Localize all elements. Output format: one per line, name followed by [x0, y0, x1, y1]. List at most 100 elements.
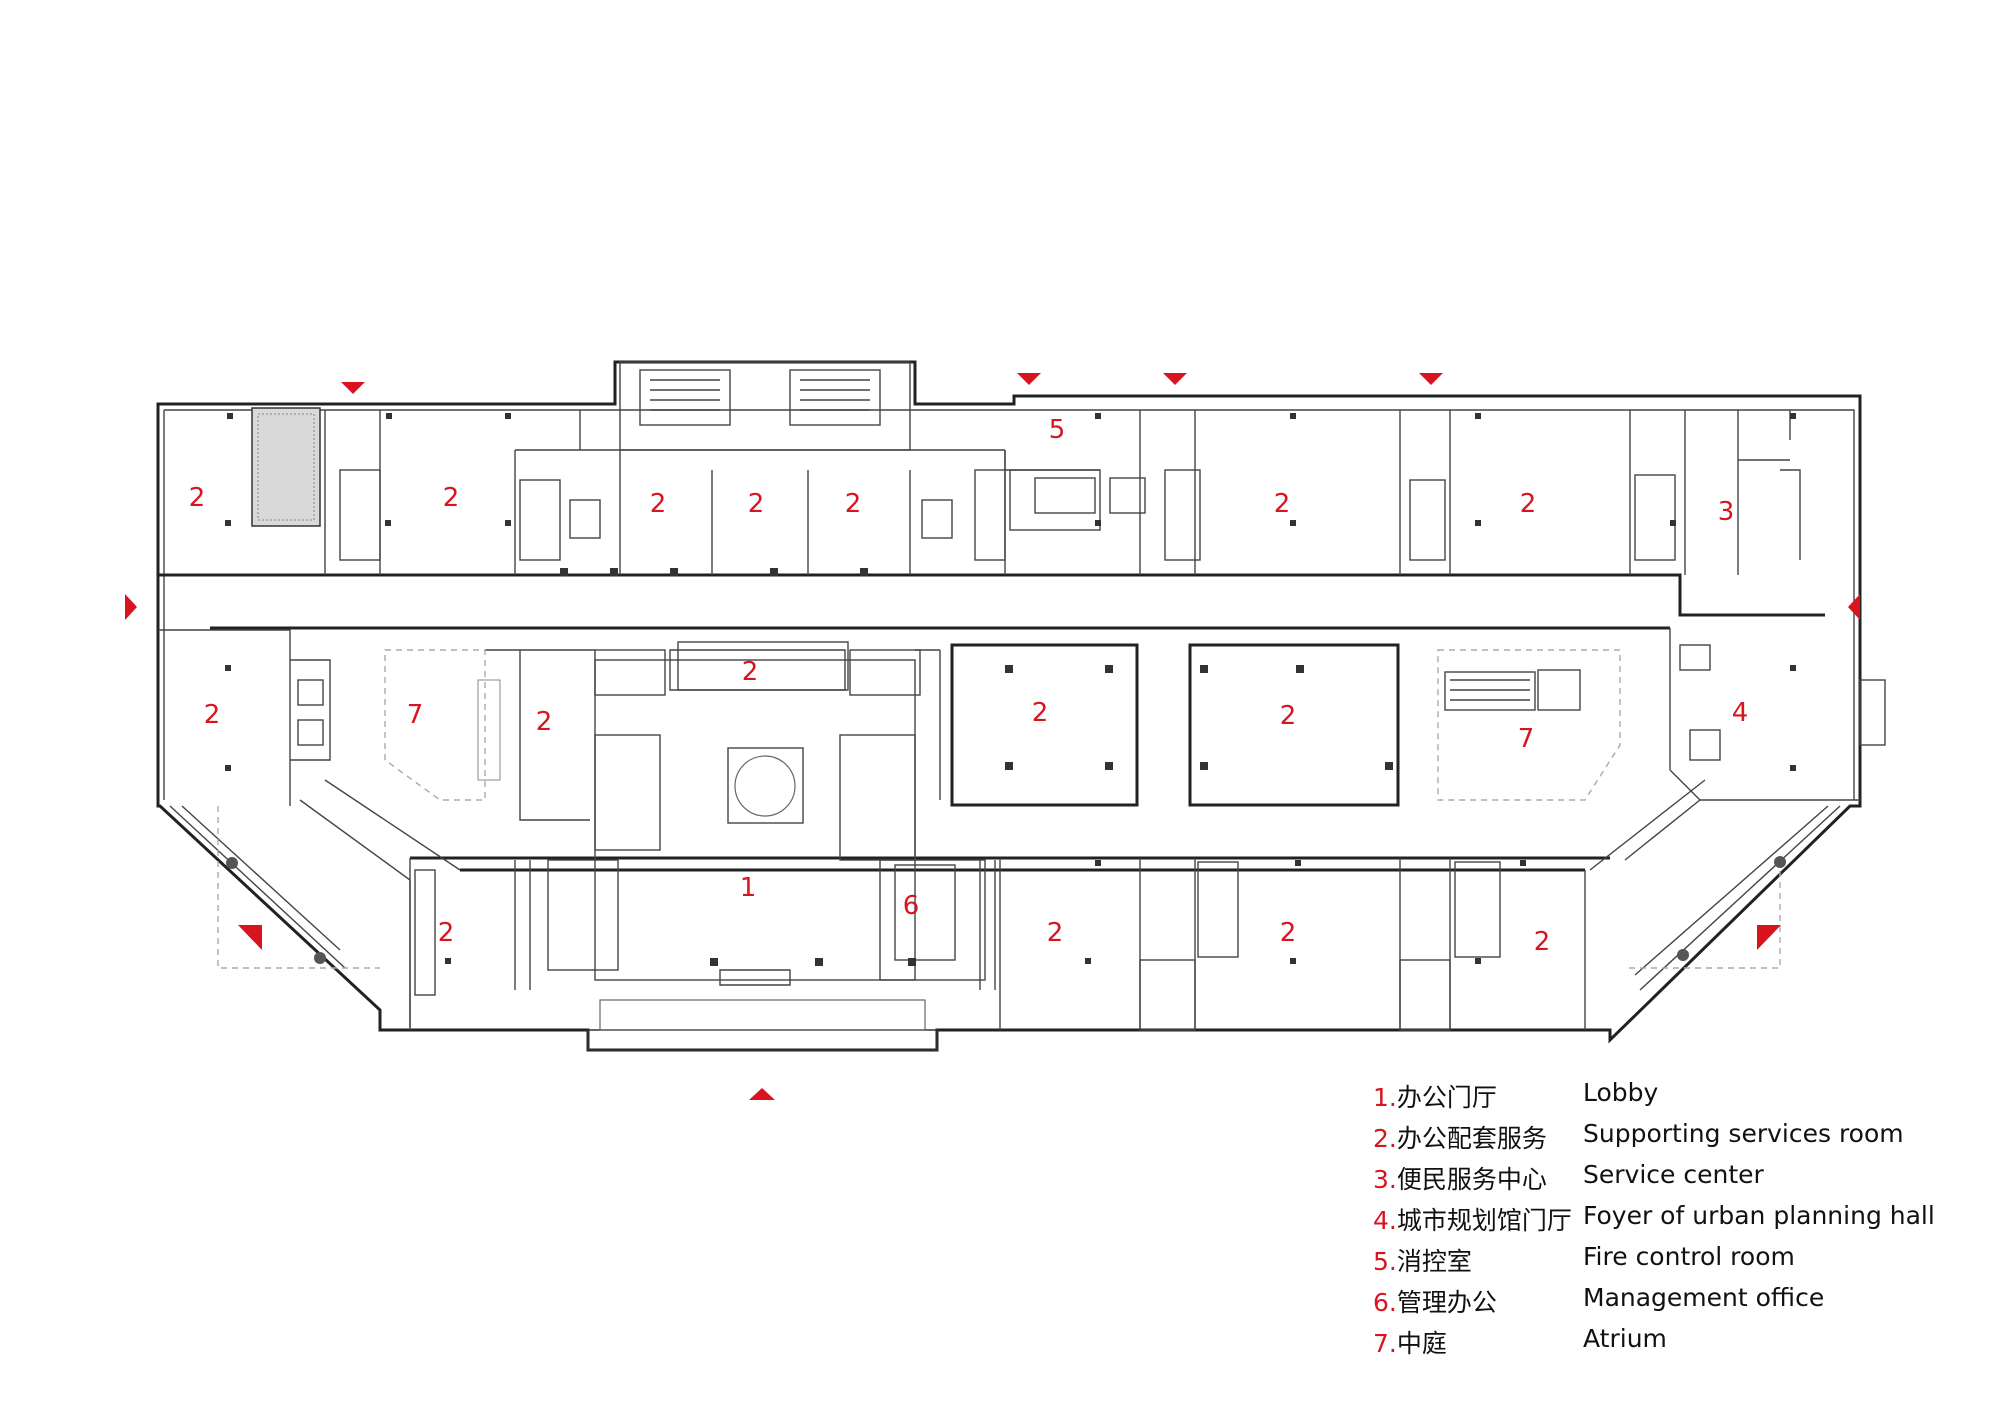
- legend-cn-text: 消控室: [1396, 1247, 1472, 1276]
- entrance-markers: [125, 373, 1860, 1100]
- legend-cn-text: 城市规划馆门厅: [1396, 1206, 1572, 1235]
- legend-en: Lobby: [1583, 1078, 1659, 1107]
- legend-cn-text: 中庭: [1396, 1329, 1447, 1358]
- room-numbers: 2 2 2 2 2 2 2 3 5 2 7 2 2 2 2 7 4 1 6 2 …: [189, 415, 1749, 957]
- legend-row: 2.办公配套服务 Supporting services room: [1373, 1119, 1973, 1159]
- entrance-marker-s: [749, 1088, 775, 1100]
- room-number: 2: [438, 918, 455, 948]
- central-core: [520, 649, 941, 986]
- room-number: 2: [1280, 701, 1297, 731]
- room-number: 2: [845, 489, 862, 519]
- room-number: 6: [903, 891, 920, 921]
- column-round-w1: [226, 857, 238, 869]
- entrance-marker-n3: [1163, 373, 1187, 385]
- room-number: 2: [1032, 698, 1049, 728]
- legend-cn-text: 管理办公: [1396, 1288, 1497, 1317]
- corridor-north: [158, 573, 1825, 617]
- building-outline: [156, 360, 1862, 1052]
- block-mid-2: [1188, 643, 1400, 807]
- column-round-e2: [1677, 949, 1689, 961]
- entrance-marker-n4: [1419, 373, 1443, 385]
- room-number: 2: [443, 483, 460, 513]
- legend-row: 4.城市规划馆门厅 Foyer of urban planning hall: [1373, 1201, 1973, 1241]
- legend-cn: 3.便民服务中心: [1373, 1160, 1547, 1196]
- atrium-west: [384, 649, 486, 801]
- structural-columns: [225, 413, 1796, 966]
- legend-number: 7.: [1373, 1329, 1397, 1358]
- room-number: 1: [740, 873, 757, 903]
- column-round-e1: [1774, 856, 1786, 868]
- legend-en: Atrium: [1583, 1324, 1667, 1353]
- legend-en: Fire control room: [1583, 1242, 1795, 1271]
- legend-cn: 5.消控室: [1373, 1242, 1472, 1278]
- south-core: [514, 859, 996, 990]
- room-number: 2: [1534, 927, 1551, 957]
- room-number: 2: [1520, 489, 1537, 519]
- room-number: 4: [1732, 698, 1749, 728]
- legend-row: 7.中庭 Atrium: [1373, 1324, 1973, 1364]
- room-number: 2: [1047, 918, 1064, 948]
- room-number: 2: [204, 700, 221, 730]
- legend-number: 1.: [1373, 1083, 1397, 1112]
- room-number: 2: [1274, 489, 1291, 519]
- room-number: 2: [650, 489, 667, 519]
- escalator-east: [1444, 669, 1581, 711]
- hatched-pattern: [257, 413, 315, 521]
- plaza-west: [217, 806, 380, 969]
- legend-number: 4.: [1373, 1206, 1397, 1235]
- legend-cn-text: 办公门厅: [1396, 1083, 1497, 1112]
- legend-cn: 6.管理办公: [1373, 1283, 1497, 1319]
- entrance-marker-n2: [1017, 373, 1041, 385]
- entrance-marker-se: [1757, 925, 1781, 950]
- room-number: 3: [1718, 497, 1735, 527]
- plaza-east: [1625, 860, 1781, 969]
- north-stair-block: [619, 361, 911, 451]
- entrance-marker-e: [1848, 594, 1860, 620]
- legend-number: 6.: [1373, 1288, 1397, 1317]
- south-rooms: [409, 858, 1586, 1031]
- room-number: 7: [1518, 724, 1535, 754]
- entrance-canopy: [587, 1029, 938, 1051]
- room-number: 2: [1280, 918, 1297, 948]
- room-number: 5: [1049, 415, 1066, 445]
- stairs-north: [339, 469, 1676, 561]
- entrance-steps: [599, 999, 926, 1031]
- legend-row: 5.消控室 Fire control room: [1373, 1242, 1973, 1282]
- legend-en: Service center: [1583, 1160, 1764, 1189]
- legend-en: Supporting services room: [1583, 1119, 1904, 1148]
- block-north-small: [677, 641, 849, 691]
- legend-row: 3.便民服务中心 Service center: [1373, 1160, 1973, 1200]
- legend-row: 1.办公门厅 Lobby: [1373, 1078, 1973, 1118]
- legend-cn-text: 办公配套服务: [1396, 1124, 1547, 1153]
- legend-number: 5.: [1373, 1247, 1397, 1276]
- west-wing: [158, 629, 590, 1030]
- legend-en: Foyer of urban planning hall: [1583, 1201, 1935, 1230]
- block-mid-1: [950, 643, 1139, 807]
- outline-inner: [163, 409, 1855, 800]
- legend-cn: 4.城市规划馆门厅: [1373, 1201, 1572, 1237]
- chamfer-west: [169, 805, 346, 969]
- entrance-marker-w: [125, 594, 137, 620]
- legend-cn-text: 便民服务中心: [1396, 1165, 1547, 1194]
- chamfer-east: [1634, 805, 1841, 991]
- legend-cn: 1.办公门厅: [1373, 1078, 1497, 1114]
- atrium-east: [1437, 649, 1621, 801]
- elevators-north: [569, 477, 1146, 539]
- room-number: 7: [407, 700, 424, 730]
- legend-cn: 7.中庭: [1373, 1324, 1447, 1360]
- entrance-marker-n1: [341, 382, 365, 394]
- legend-en: Management office: [1583, 1283, 1825, 1312]
- legend-number: 2.: [1373, 1124, 1397, 1153]
- legend-cn: 2.办公配套服务: [1373, 1119, 1547, 1155]
- legend-row: 6.管理办公 Management office: [1373, 1283, 1973, 1323]
- column-round-w2: [314, 952, 326, 964]
- room-number: 2: [536, 707, 553, 737]
- room-number: 2: [748, 489, 765, 519]
- entrance-marker-sw: [238, 925, 262, 950]
- lobby-feature: [734, 755, 796, 817]
- room-number: 2: [742, 657, 759, 687]
- hatched-void: [251, 407, 321, 527]
- legend-number: 3.: [1373, 1165, 1397, 1194]
- east-wing: [1589, 410, 1886, 871]
